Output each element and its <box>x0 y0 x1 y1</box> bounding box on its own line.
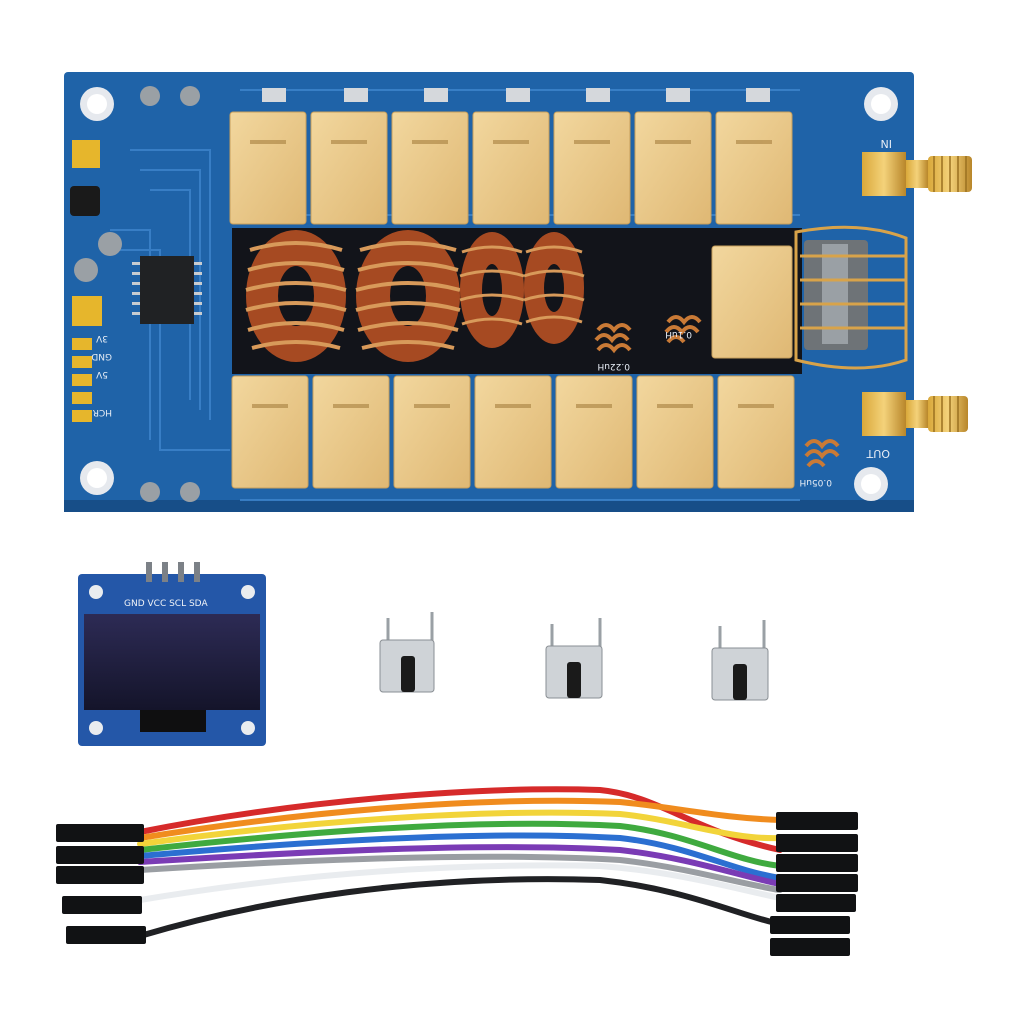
toroid <box>523 232 585 344</box>
label-inductor-022: 0.22uH <box>597 361 630 371</box>
wire-blue <box>137 832 783 881</box>
tuner-board: IN OUT HCR 5V GND 3V 0.22uH 0.1uH 0.05uH <box>64 72 972 512</box>
jumper-housings-right <box>770 812 858 956</box>
transistor <box>70 186 100 216</box>
dupont-jumper-cable <box>137 786 783 939</box>
jumper-housings-left <box>56 824 146 944</box>
jumper-header <box>72 140 100 168</box>
relay <box>555 375 633 489</box>
mounting-holes <box>80 87 898 501</box>
toroid-inductors <box>245 230 585 362</box>
oled-pin-label: GND VCC SCL SDA <box>124 599 208 609</box>
wire-purple <box>137 844 783 887</box>
relay <box>229 111 307 225</box>
label-out: OUT <box>866 447 890 460</box>
relay <box>711 245 793 359</box>
tactile-switch <box>379 612 435 693</box>
relay <box>715 111 793 225</box>
label-inductor-005: 0.05uH <box>799 477 832 487</box>
relay <box>310 111 388 225</box>
relay-row-top <box>229 111 793 225</box>
toroid <box>245 230 347 362</box>
connector-pads <box>72 338 92 422</box>
tactile-switch <box>545 618 603 699</box>
toroid <box>355 230 461 362</box>
relay <box>472 111 550 225</box>
coil <box>804 439 840 468</box>
sma-connector-out <box>862 392 968 436</box>
toroid <box>459 232 525 348</box>
transformer <box>794 225 908 370</box>
label-3v: 3V <box>95 333 108 343</box>
air-coils <box>594 315 840 468</box>
smd-diodes-top <box>262 88 770 102</box>
capacitor <box>98 232 122 256</box>
wire-orange <box>137 797 783 841</box>
relay <box>391 111 469 225</box>
coil <box>664 315 702 344</box>
wire-green <box>137 820 783 869</box>
relay-row-bottom <box>231 375 795 489</box>
label-inductor-01: 0.1uH <box>665 329 692 339</box>
oled-display-module: GND VCC SCL SDA <box>78 562 266 746</box>
relay <box>393 375 471 489</box>
relay <box>634 111 712 225</box>
relay <box>717 375 795 489</box>
label-5v: 5V <box>95 369 108 379</box>
wire-black <box>137 876 783 939</box>
tactile-switch <box>711 620 769 701</box>
sma-connector-in <box>862 152 972 196</box>
relay <box>474 375 552 489</box>
relay <box>636 375 714 489</box>
relay <box>312 375 390 489</box>
oled-screen <box>84 614 260 710</box>
wire-yellow <box>137 809 783 847</box>
jumper-header <box>72 296 102 326</box>
control-circuit <box>70 86 202 502</box>
wire-white <box>137 862 783 903</box>
label-gnd: GND <box>91 351 112 361</box>
wire-gray <box>137 853 783 893</box>
label-hcr: HCR <box>93 407 112 417</box>
header-pins <box>146 562 200 582</box>
relay <box>553 111 631 225</box>
microcontroller-chip <box>140 256 194 324</box>
coil <box>594 323 632 354</box>
relay <box>231 375 309 489</box>
wire-red <box>137 786 783 853</box>
label-in: IN <box>881 137 892 150</box>
